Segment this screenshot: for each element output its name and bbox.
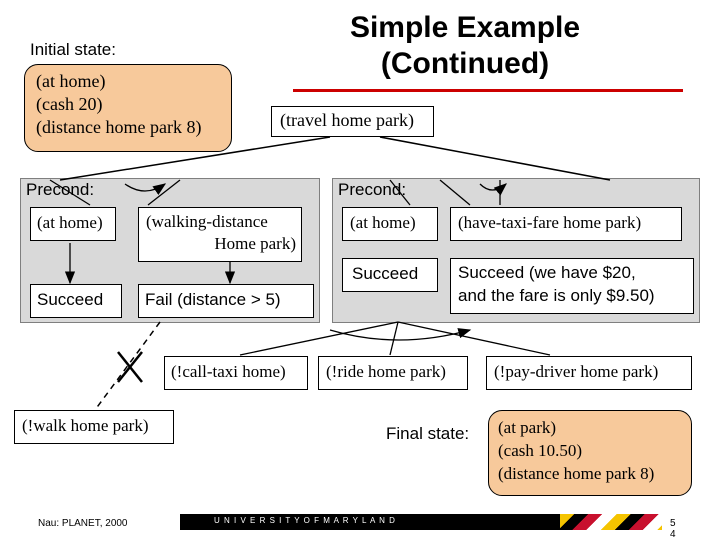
- action-call-taxi: [164, 356, 308, 390]
- final-fact: (distance home park 8): [498, 464, 655, 483]
- right-precond-label: Precond:: [338, 180, 407, 199]
- fare-line-1: Succeed (we have $20,: [458, 263, 636, 282]
- footer-banner: U N I V E R S I T Y O F M A R Y L A N D: [180, 514, 662, 530]
- right-precond-at-home: [342, 207, 438, 241]
- walking-distance-line-1: (walking-distance: [146, 212, 268, 231]
- action-pay-driver: [486, 356, 692, 390]
- initial-state-text: (at home) (cash 20) (distance home park …: [36, 70, 201, 139]
- left-precond-at-home-label: (at home): [37, 213, 103, 232]
- right-precond-at-home-label: (at home): [350, 213, 416, 232]
- left-precond-walking-distance: [138, 207, 302, 262]
- left-result-succeed-label: Succeed: [37, 290, 104, 309]
- initial-fact: (cash 20): [36, 94, 103, 114]
- walking-distance-line-2: Home park): [214, 234, 296, 253]
- footer-credit: Nau: PLANET, 2000: [38, 518, 128, 529]
- fare-line-2: and the fare is only $9.50): [458, 286, 655, 305]
- page-number-main: 5: [670, 518, 676, 529]
- left-result-fail-label: Fail (distance > 5): [145, 290, 281, 309]
- left-result-fail: [138, 284, 314, 318]
- left-precond-label: Precond:: [26, 180, 95, 199]
- final-state-box: [488, 410, 692, 496]
- action-pay-driver-label: (!pay-driver home park): [494, 362, 659, 381]
- final-fact: (cash 10.50): [498, 441, 583, 460]
- slide-title: Simple Example (Continued): [320, 10, 610, 82]
- title-line-2: (Continued): [380, 47, 550, 80]
- right-precond-taxi-fare-label: (have-taxi-fare home park): [458, 213, 642, 232]
- task-travel-label: (travel home park): [280, 110, 414, 130]
- title-line-1: Simple Example: [349, 11, 581, 44]
- right-result-succeed: [342, 258, 438, 292]
- action-ride: [318, 356, 468, 390]
- right-precond-taxi-fare: [450, 207, 682, 241]
- footer-banner-text: U N I V E R S I T Y O F M A R Y L A N D: [214, 516, 396, 525]
- initial-state-label: Initial state:: [30, 40, 116, 59]
- initial-fact: (distance home park 8): [36, 117, 202, 137]
- final-state-label: Final state:: [386, 424, 470, 443]
- left-result-succeed: [30, 284, 122, 318]
- action-call-taxi-label: (!call-taxi home): [171, 362, 286, 381]
- action-walk: [14, 410, 174, 444]
- final-fact: (at park): [498, 418, 557, 437]
- right-result-fare: [450, 258, 694, 314]
- left-precond-walking-distance-label: (walking-distance Home park): [146, 211, 296, 255]
- final-state-text: (at park) (cash 10.50) (distance home pa…: [498, 416, 654, 485]
- action-walk-label: (!walk home park): [22, 416, 149, 435]
- page-number: 5 4: [670, 518, 676, 540]
- left-precond-at-home: [30, 207, 116, 241]
- page-number-sub: 4: [670, 529, 676, 540]
- task-travel: [271, 106, 434, 137]
- title-rule: [293, 89, 683, 92]
- right-result-succeed-label: Succeed: [352, 264, 419, 283]
- initial-fact: (at home): [36, 71, 106, 91]
- action-ride-label: (!ride home park): [326, 362, 446, 381]
- right-result-fare-label: Succeed (we have $20, and the fare is on…: [458, 261, 655, 307]
- maryland-flag-stripe: [560, 514, 662, 530]
